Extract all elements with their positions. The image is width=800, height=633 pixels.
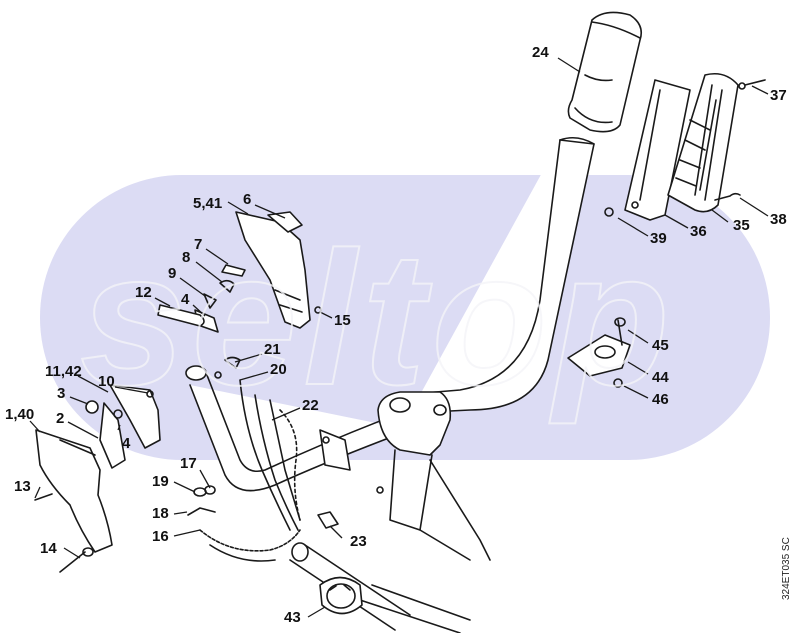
part-label-46[interactable]: 46 xyxy=(652,391,669,408)
part-label-20[interactable]: 20 xyxy=(270,361,287,378)
drawing-code: 324ET035 SC xyxy=(781,537,792,600)
part-label-35[interactable]: 35 xyxy=(733,217,750,234)
part-label-44[interactable]: 44 xyxy=(652,369,669,386)
part-label-11-42[interactable]: 11,42 xyxy=(45,363,82,380)
grip-24 xyxy=(567,11,643,133)
part-label-19[interactable]: 19 xyxy=(152,473,169,490)
part-label-45[interactable]: 45 xyxy=(652,337,669,354)
part-label-37[interactable]: 37 xyxy=(770,87,787,104)
drive-shaft xyxy=(289,542,471,633)
watermark-text: seltop xyxy=(79,212,676,426)
part-label-1-40[interactable]: 1,40 xyxy=(5,406,35,423)
part-label-23[interactable]: 23 xyxy=(350,533,367,550)
part-label-22[interactable]: 22 xyxy=(302,397,319,414)
part-label-5-41[interactable]: 5,41 xyxy=(193,195,223,212)
part-label-36[interactable]: 36 xyxy=(690,223,707,240)
rear-handle xyxy=(34,429,113,573)
throttle-cables xyxy=(199,379,301,562)
part-label-8[interactable]: 8 xyxy=(182,249,191,266)
part-label-7[interactable]: 7 xyxy=(194,236,203,253)
part-label-39[interactable]: 39 xyxy=(650,230,667,247)
part-label-15[interactable]: 15 xyxy=(334,312,351,329)
part-label-4-upper[interactable]: 4 xyxy=(181,291,190,308)
part-label-38[interactable]: 38 xyxy=(770,211,787,228)
bracket-44 xyxy=(567,317,631,388)
part-label-12[interactable]: 12 xyxy=(135,284,152,301)
part-label-21[interactable]: 21 xyxy=(264,341,281,358)
part-label-17[interactable]: 17 xyxy=(180,455,197,472)
nut-23 xyxy=(317,511,339,529)
part-label-6[interactable]: 6 xyxy=(243,191,252,208)
shaft-clamp xyxy=(319,576,363,615)
handle-half-35 xyxy=(604,72,766,217)
watermark-band xyxy=(40,175,770,460)
part-label-3[interactable]: 3 xyxy=(57,385,66,402)
part-label-14[interactable]: 14 xyxy=(40,540,57,557)
part-label-2[interactable]: 2 xyxy=(56,410,65,427)
part-label-24[interactable]: 24 xyxy=(532,44,549,61)
leader-lines xyxy=(29,57,769,618)
part-label-9[interactable]: 9 xyxy=(168,265,177,282)
part-label-13[interactable]: 13 xyxy=(14,478,31,495)
trigger-group xyxy=(85,356,241,469)
part-label-4-lower[interactable]: 4 xyxy=(122,435,131,452)
clamp-body xyxy=(319,391,491,561)
part-label-18[interactable]: 18 xyxy=(152,505,169,522)
handle-housing xyxy=(235,211,322,329)
part-label-43[interactable]: 43 xyxy=(284,609,301,626)
part-label-16[interactable]: 16 xyxy=(152,528,169,545)
handle-half-36 xyxy=(624,79,691,221)
part-label-10[interactable]: 10 xyxy=(98,373,115,390)
